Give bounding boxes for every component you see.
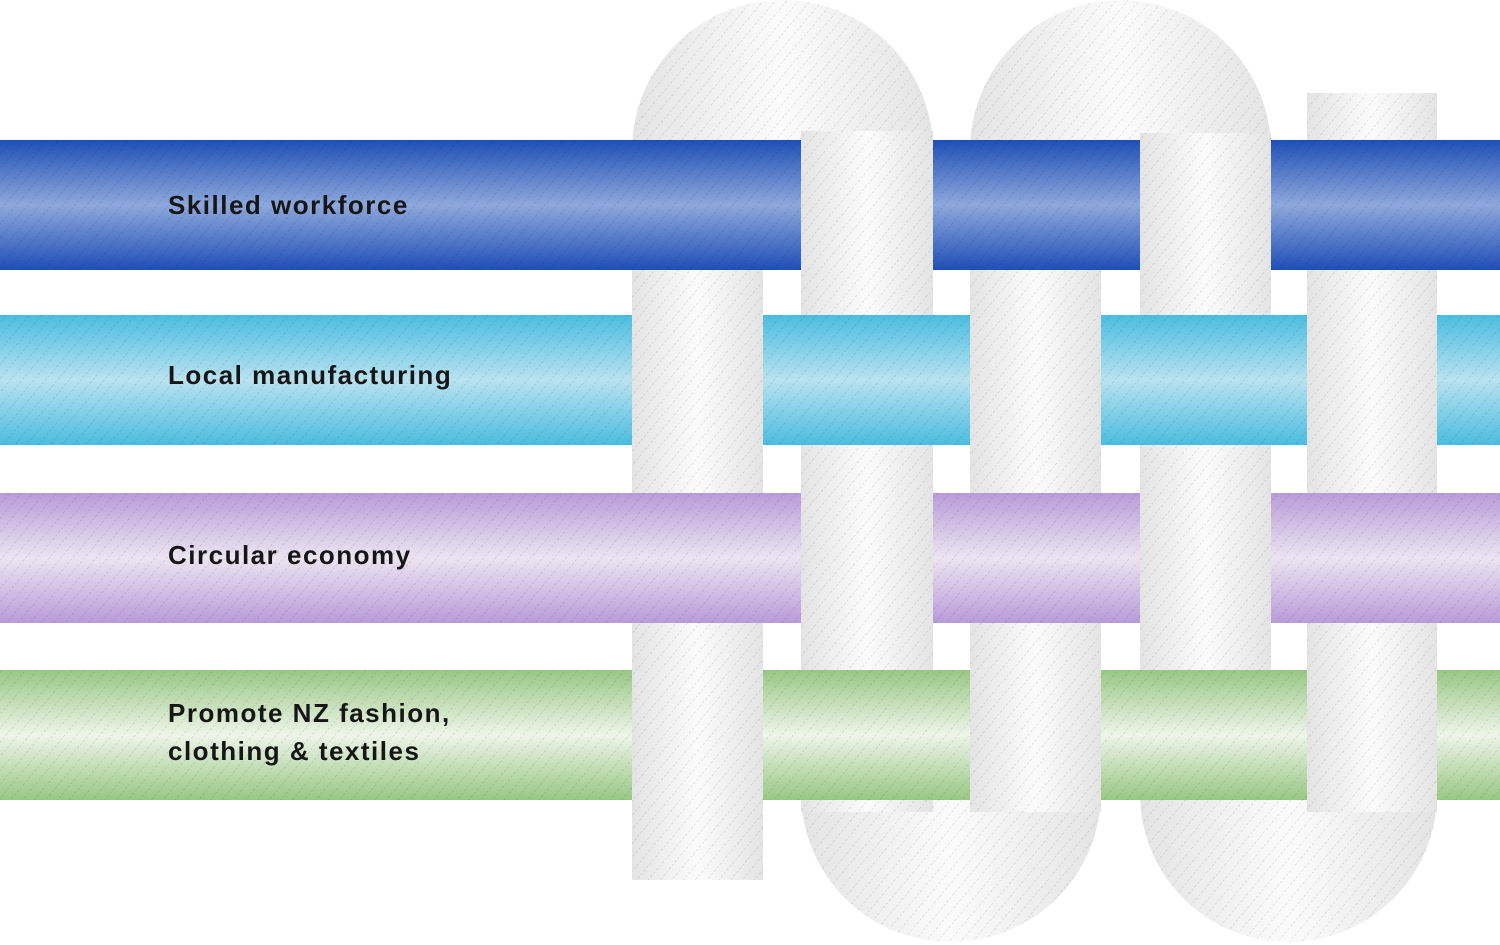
band-label-skilled-workforce: Skilled workforce (168, 190, 409, 220)
thread-crossing-over-texture (1307, 670, 1437, 800)
thread-crossing-over-texture (970, 670, 1101, 800)
band-label-local-manufacturing: Local manufacturing (168, 360, 453, 390)
thread-crossing-over-texture (1307, 315, 1437, 445)
top-loop-2-texture (970, 0, 1271, 160)
thread-crossing-over-texture (801, 493, 933, 623)
thread-crossing-over-texture (801, 140, 933, 270)
thread-crossing-over-texture (632, 670, 763, 800)
label-line-1: Promote NZ fashion, (168, 698, 451, 728)
thread-crossing-over-texture (632, 315, 763, 445)
band-label-promote-nz-fashion: Promote NZ fashion, clothing & textiles (168, 694, 451, 770)
thread-crossing-over-texture (1140, 140, 1271, 270)
band-label-circular-economy: Circular economy (168, 540, 412, 570)
bottom-loop-2-texture (1140, 790, 1437, 942)
label-line-2: clothing & textiles (168, 736, 421, 766)
bottom-loop-1-texture (801, 790, 1101, 942)
thread-crossing-over-texture (970, 315, 1101, 445)
thread-crossing-over-texture (1140, 493, 1271, 623)
top-loop-1-texture (632, 0, 933, 160)
